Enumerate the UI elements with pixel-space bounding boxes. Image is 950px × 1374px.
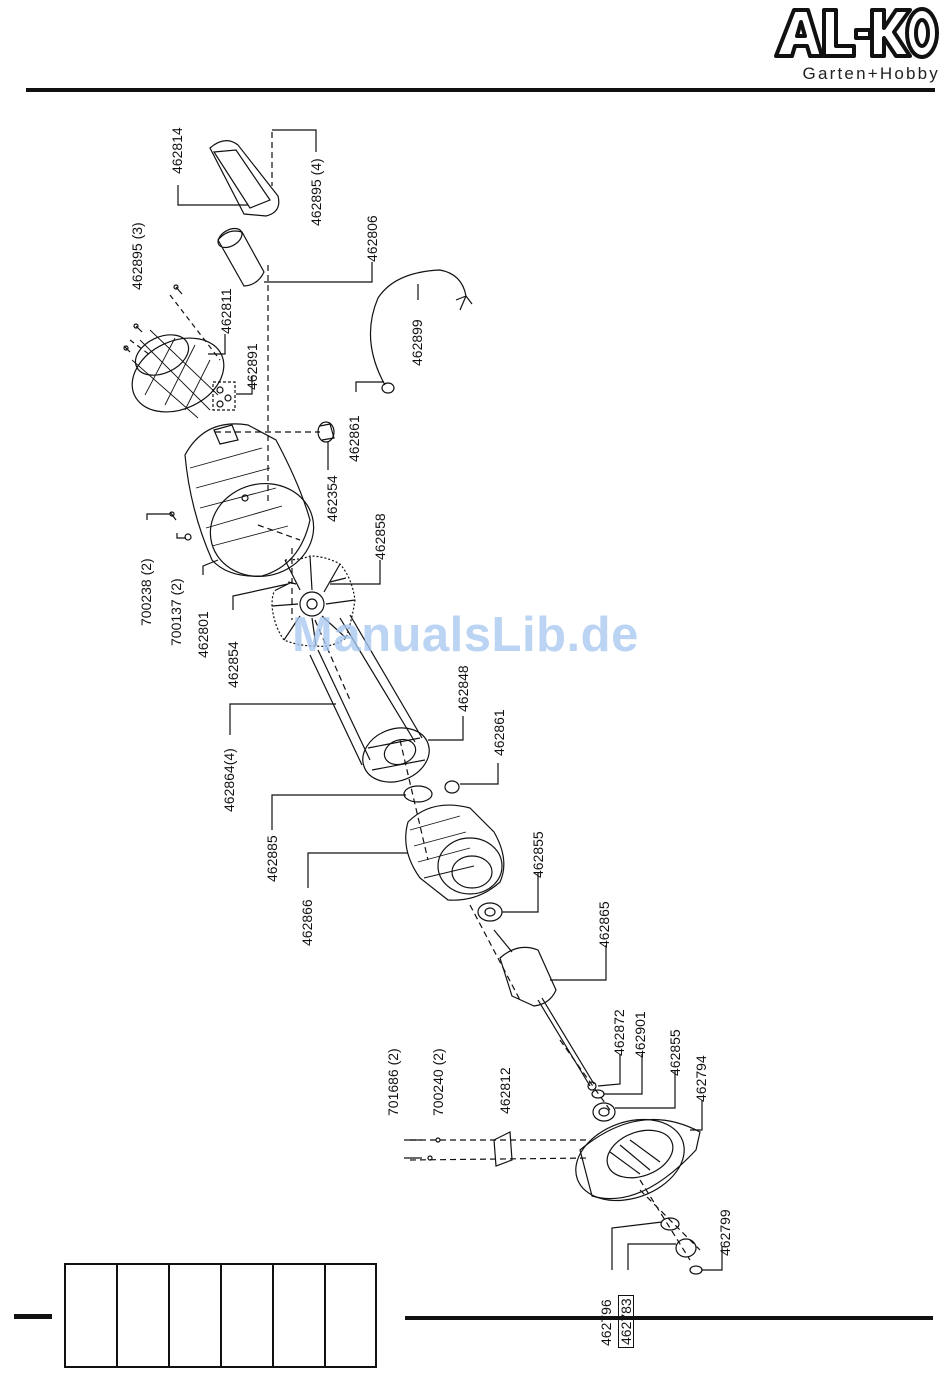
part-label-700240: 700240 (2) — [431, 1048, 445, 1116]
footer-cell — [118, 1265, 170, 1366]
part-label-462848: 462848 — [456, 665, 470, 712]
part-label-462801: 462801 — [196, 611, 210, 658]
watermark-text: ManualsLib.de — [292, 607, 639, 663]
part-label-462865: 462865 — [597, 901, 611, 948]
part-label-462854: 462854 — [226, 641, 240, 688]
part-label-462354: 462354 — [325, 475, 339, 522]
footer-cell — [66, 1265, 118, 1366]
part-label-462855-upper: 462855 — [531, 831, 545, 878]
part-label-700137: 700137 (2) — [169, 578, 183, 646]
part-label-462799: 462799 — [718, 1209, 732, 1256]
footer-rule — [405, 1316, 933, 1320]
footer-cell — [170, 1265, 222, 1366]
part-label-701686: 701686 (2) — [386, 1048, 400, 1116]
part-label-462901: 462901 — [633, 1011, 647, 1058]
part-label-462895-4: 462895 (4) — [309, 158, 323, 226]
part-label-462891: 462891 — [245, 343, 259, 390]
footer-grid — [64, 1263, 377, 1368]
part-label-462794: 462794 — [694, 1055, 708, 1102]
part-label-462895-3: 462895 (3) — [130, 222, 144, 290]
part-label-462885: 462885 — [265, 835, 279, 882]
footer-dash — [14, 1314, 52, 1319]
part-label-462806: 462806 — [365, 215, 379, 262]
part-label-462796: 462796 — [599, 1299, 613, 1346]
part-label-462858: 462858 — [373, 513, 387, 560]
part-label-462855-lower: 462855 — [668, 1029, 682, 1076]
footer-cell — [274, 1265, 326, 1366]
part-label-462864: 462864(4) — [222, 748, 236, 812]
part-label-700238: 700238 (2) — [139, 558, 153, 626]
footer-cell — [222, 1265, 274, 1366]
footer-cell — [326, 1265, 375, 1366]
part-label-462861-upper: 462861 — [347, 415, 361, 462]
part-label-462812: 462812 — [498, 1067, 512, 1114]
part-label-462861-lower: 462861 — [492, 709, 506, 756]
part-label-462899: 462899 — [410, 319, 424, 366]
part-label-462866: 462866 — [300, 899, 314, 946]
part-label-462814: 462814 — [170, 127, 184, 174]
part-label-462872: 462872 — [612, 1009, 626, 1056]
part-label-462811: 462811 — [219, 288, 233, 334]
part-label-462783: 462783 — [618, 1295, 634, 1348]
